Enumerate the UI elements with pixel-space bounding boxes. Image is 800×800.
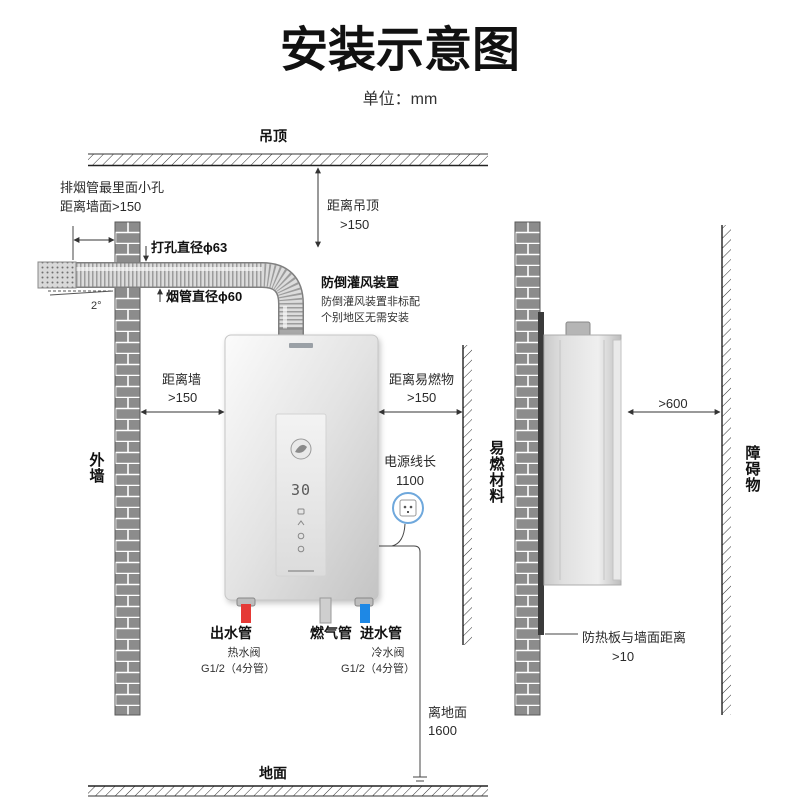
drill-hole-diameter-label: 打孔直径ϕ63 xyxy=(151,240,227,255)
socket-pin-hole xyxy=(409,505,413,509)
flue-hole-note-line1: 排烟管最里面小孔 xyxy=(60,180,164,195)
model-marking xyxy=(288,570,314,572)
socket-pin-hole xyxy=(403,505,407,509)
floor-hatch xyxy=(88,786,488,796)
power-cord xyxy=(391,523,406,547)
panel-touch-key-icon xyxy=(297,508,305,515)
gas-pipe-label: 燃气管 xyxy=(310,625,352,641)
obstacle-clearance-value: >600 xyxy=(658,396,687,411)
pipe-diameter-label: 烟管直径ϕ60 xyxy=(166,289,242,304)
flue-pipe xyxy=(37,261,304,337)
outlet-valve-label: 热水阀 xyxy=(228,645,261,659)
obstacle-label: 障碍物 xyxy=(744,444,761,493)
power-socket-icon xyxy=(392,492,424,524)
panel-touch-key-icon xyxy=(297,532,305,540)
flammable-hatch xyxy=(463,345,472,645)
heat-shield-distance-label: 防热板与墙面距离 xyxy=(582,630,686,645)
inlet-pipe-spec: G1/2（4分管） xyxy=(341,661,415,675)
outer-brick-wall xyxy=(114,221,141,716)
slope-angle-label: 2° xyxy=(91,300,102,312)
ceiling-clearance-value: >150 xyxy=(340,217,369,232)
outer-wall-label: 外墙 xyxy=(88,451,106,484)
floor-height-dimension-line xyxy=(379,545,421,777)
power-cord-length: 1100 xyxy=(396,473,424,488)
side-view-brick-wall xyxy=(514,221,541,716)
inlet-pipe-label: 进水管 xyxy=(360,625,402,641)
flue-terminal-vent xyxy=(37,261,77,289)
inlet-valve-label: 冷水阀 xyxy=(372,645,405,659)
power-cord-label: 电源线长 xyxy=(384,454,436,469)
flammable-material-boundary xyxy=(462,345,472,645)
gas-pipe-body xyxy=(319,597,332,624)
cold-water-inlet-pipe xyxy=(354,597,374,623)
ceiling xyxy=(88,153,488,167)
ground-symbol-icon xyxy=(413,776,427,782)
ceiling-label: 吊顶 xyxy=(259,128,287,144)
temperature-display: 30 xyxy=(291,481,311,499)
floor-label: 地面 xyxy=(259,765,287,781)
heat-shield-distance-value: >10 xyxy=(612,649,634,664)
floor-height-value: 1600 xyxy=(428,723,457,738)
side-flue-connector xyxy=(565,321,591,337)
anti-backflow-title: 防倒灌风装置 xyxy=(321,275,399,290)
anti-backflow-note-line2: 个别地区无需安装 xyxy=(321,310,409,324)
control-panel xyxy=(275,413,327,577)
inlet-pipe xyxy=(360,604,370,623)
anti-backflow-note-line1: 防倒灌风装置非标配 xyxy=(321,294,420,308)
water-heater-side-view xyxy=(538,312,622,635)
heater-side-body xyxy=(543,334,622,586)
socket-plate xyxy=(399,499,417,517)
floor xyxy=(88,785,488,797)
obstacle-hatch xyxy=(722,225,731,715)
wall-clearance-value: >150 xyxy=(168,390,197,405)
flammable-clearance-label: 距离易燃物 xyxy=(389,372,454,387)
hot-water-outlet-pipe xyxy=(236,597,256,623)
flammable-clearance-value: >150 xyxy=(407,390,436,405)
outlet-pipe-spec: G1/2（4分管） xyxy=(201,661,275,675)
brand-logo xyxy=(289,343,313,348)
floor-height-label: 离地面 xyxy=(428,705,467,720)
slope-angle-line xyxy=(49,290,114,296)
flue-hole-note-line2: 距离墙面>150 xyxy=(60,199,141,214)
front-panel-edge xyxy=(612,339,622,581)
water-heater-front: 30 xyxy=(224,334,379,601)
page-title: 安装示意图 xyxy=(280,24,520,77)
gas-pipe xyxy=(319,597,332,624)
heat-shield-plate xyxy=(538,312,544,635)
wall-clearance-label: 距离墙 xyxy=(162,372,201,387)
panel-touch-key-icon xyxy=(297,545,305,553)
panel-touch-key-icon xyxy=(297,520,305,526)
flue-pipe-ribs xyxy=(40,263,303,336)
ceiling-hatch xyxy=(88,154,488,165)
outlet-pipe-label: 出水管 xyxy=(210,625,252,641)
outlet-pipe xyxy=(241,604,251,623)
obstacle-boundary xyxy=(721,225,731,715)
ceiling-clearance-label: 距离吊顶 xyxy=(327,198,379,213)
unit-label: 单位：mm xyxy=(363,90,438,108)
socket-ground-hole xyxy=(407,511,409,513)
flammable-material-label: 易燃材料 xyxy=(488,440,505,504)
brand-emblem-mark xyxy=(295,444,307,453)
